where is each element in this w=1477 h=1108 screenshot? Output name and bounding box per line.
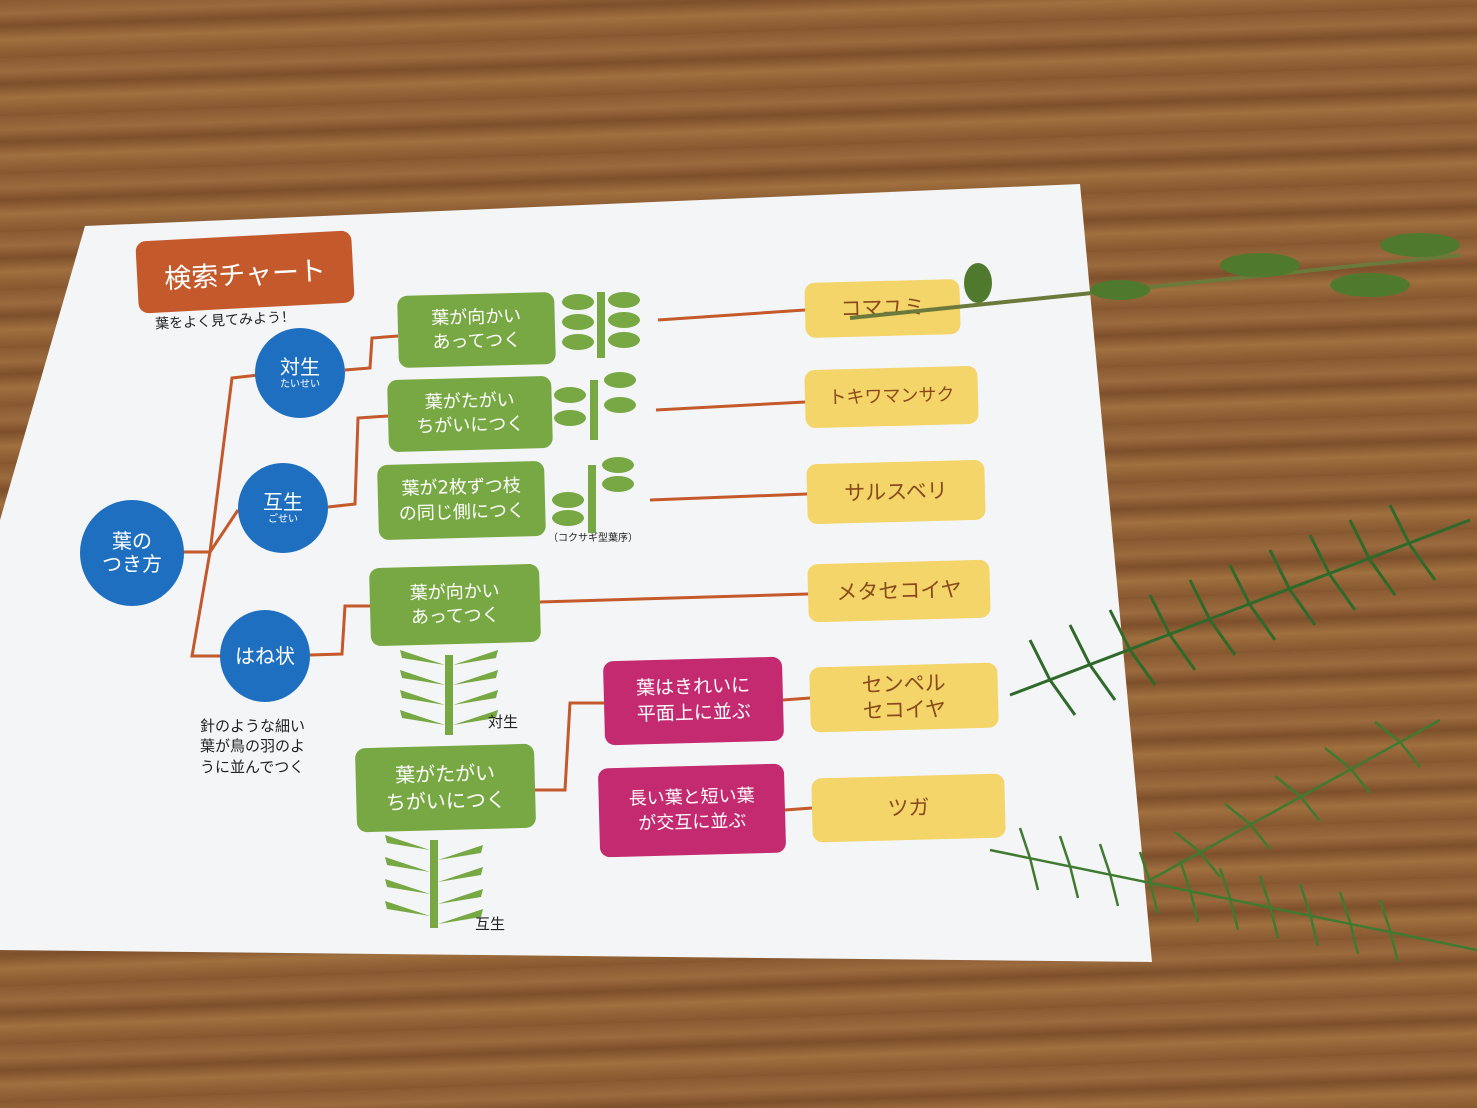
hane-note: 針のような細い 葉が鳥の羽のよ うに並んでつく [200,717,306,776]
kokusagi-annotation: （コクサギ型葉序） [548,533,638,544]
line-taisei [344,334,399,372]
line-hane [309,604,370,657]
gosei-annotation: 互生 [475,915,506,933]
opposite-leaf-icon [562,292,640,358]
category-label: はね状 [235,643,295,668]
line-gosei [327,414,389,509]
line-root [180,373,259,554]
komayumi-sprig [849,233,1461,320]
category-reading: たいせい [280,378,320,390]
needle-opposite-icon [400,650,498,735]
category-label: 互生 [263,489,303,514]
line-root-gosei [208,509,240,553]
leaf-illustrations [385,292,640,928]
line-hane-alt [535,701,604,792]
kokusagi-leaf-icon [552,457,634,533]
line-root-hane [190,551,222,658]
root-node: 葉の つき方 [80,500,184,606]
category-label: 対生 [280,354,320,379]
root-label: 葉の つき方 [102,529,162,576]
category-reading: ごせい [268,513,298,525]
alternate-leaf-icon [554,372,636,440]
category-taisei: 対生 たいせい [255,328,345,418]
conifer-sprig-1 [1009,504,1471,716]
conifer-sprig-2 [989,718,1477,963]
category-hane: はね状 [220,610,310,702]
taisei-annotation: 対生 [488,713,519,731]
needle-alternate-icon [385,835,483,928]
category-gosei: 互生 ごせい [238,463,328,553]
